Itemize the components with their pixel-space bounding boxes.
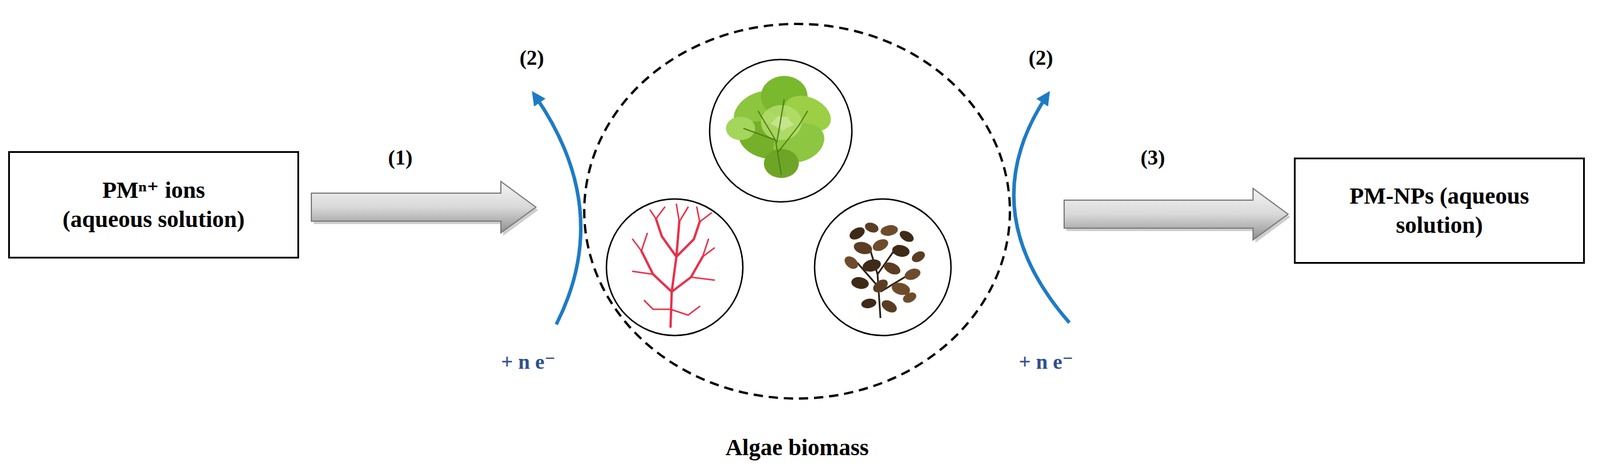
electron-label: + n e⁻ (500, 349, 556, 375)
brown-frond (847, 224, 867, 242)
box-text: PMⁿ⁺ ions (aqueous solution) (60, 175, 247, 234)
brown-frond (860, 297, 877, 310)
arrow-body (1064, 188, 1289, 240)
green-frond (760, 104, 802, 140)
block-arrow (1064, 188, 1291, 243)
green-alga (725, 75, 837, 178)
red-alga (632, 204, 715, 327)
brown-frond (901, 290, 919, 305)
dashed-outline (582, 22, 1012, 400)
brown-frond (879, 297, 899, 315)
brown-frond (897, 228, 917, 245)
solution-box: PMⁿ⁺ ions (aqueous solution) (8, 151, 300, 259)
group-label: Algae biomass (725, 432, 869, 462)
brown-frond (841, 253, 861, 272)
brown-frond (852, 239, 874, 256)
step-number: (1) (388, 145, 413, 171)
green-vein (743, 99, 808, 175)
algae-circle (814, 198, 952, 336)
brown-frond (903, 266, 922, 282)
brown-frond (882, 260, 903, 277)
brown-frond (861, 257, 883, 274)
red-twig (632, 204, 715, 315)
electron-arc (1013, 96, 1070, 323)
step-number: (2) (1028, 45, 1054, 71)
brown-frond (850, 275, 870, 291)
block-arrow (311, 181, 539, 236)
biomass-ellipse: Algae biomass (582, 22, 1012, 462)
step-number: (2) (519, 45, 545, 71)
algae-circle (606, 198, 743, 336)
algae-circle (709, 59, 852, 202)
electron-label: + n e⁻ (1018, 349, 1074, 375)
brown-frond (890, 243, 911, 259)
brown-frond (879, 223, 900, 238)
green-frond (725, 116, 756, 140)
dashed-ellipse (584, 23, 1010, 399)
brown-frond (871, 236, 891, 254)
box-text: PM-NPs (aqueous solution) (1346, 181, 1533, 240)
step-number: (3) (1140, 145, 1166, 171)
electron-arc (535, 96, 581, 325)
brown-frond (870, 276, 890, 296)
brown-alga (841, 220, 927, 318)
arrow-body (311, 181, 536, 233)
brown-frond (910, 248, 928, 265)
brown-frond (863, 220, 880, 234)
solution-box: PM-NPs (aqueous solution) (1293, 157, 1585, 264)
